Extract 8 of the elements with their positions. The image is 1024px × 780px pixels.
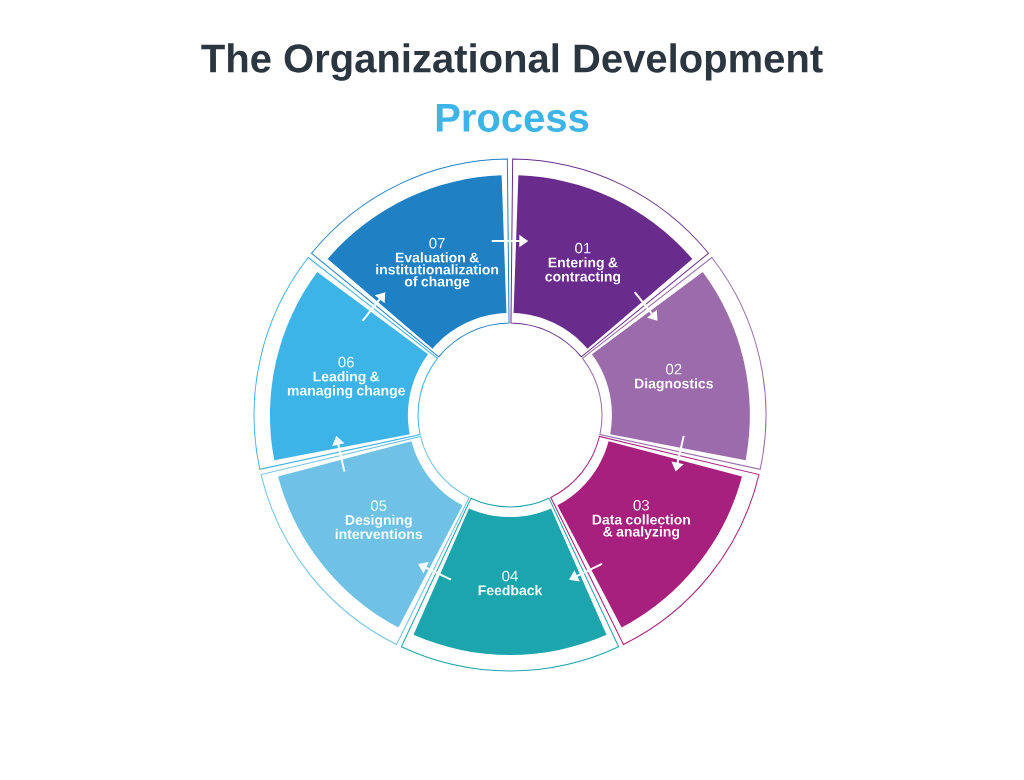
arrow xyxy=(633,291,658,321)
arrow xyxy=(418,562,452,581)
arrow xyxy=(569,562,603,582)
title: The Organizational Development xyxy=(201,43,823,81)
arrow xyxy=(361,292,386,322)
ring-segment: 07 Evaluation & institutionalization of change xyxy=(311,158,510,358)
ring-segment: 05 Designing interventions xyxy=(260,435,470,645)
subtitle: Process xyxy=(436,104,589,132)
